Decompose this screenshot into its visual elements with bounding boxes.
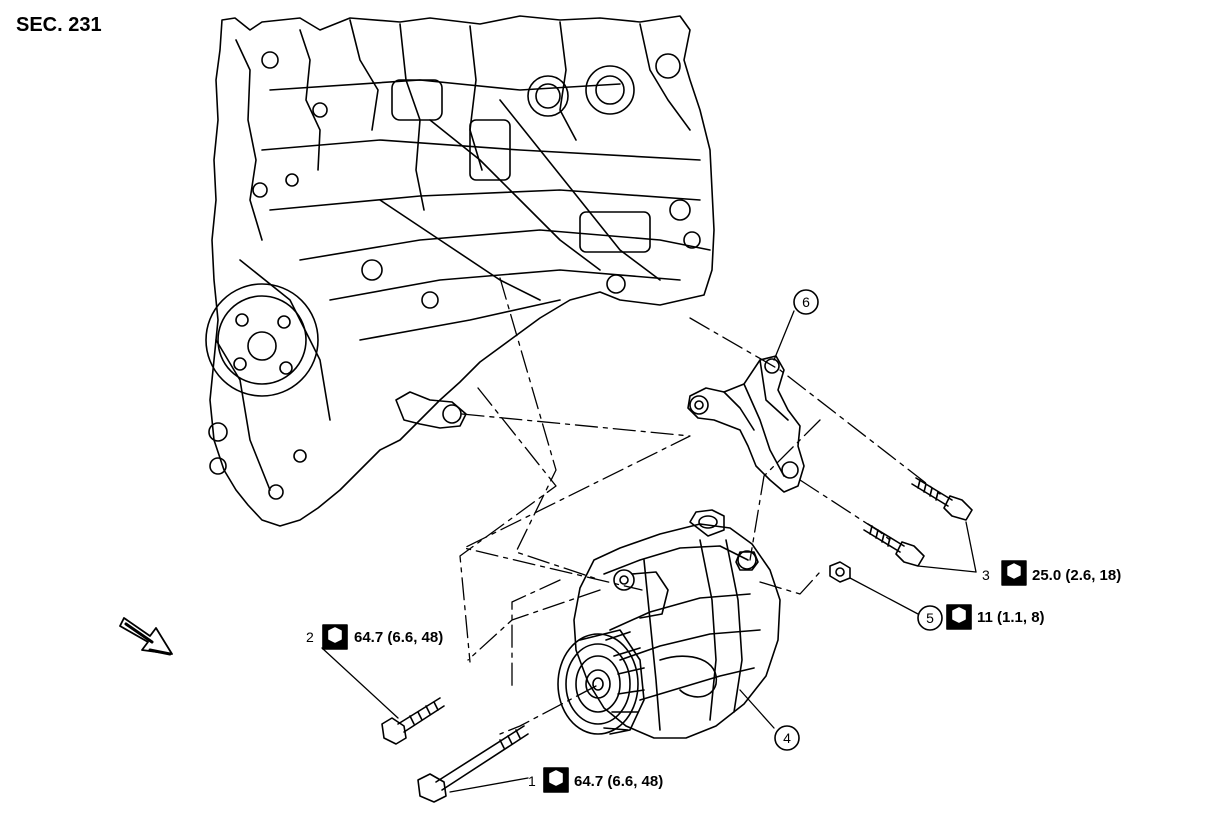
bolt-3-lower xyxy=(863,523,925,567)
callout-4-circle xyxy=(774,725,800,751)
alignment-lines xyxy=(459,277,941,735)
section-title: SEC. 231 xyxy=(16,14,102,36)
torque-wrench-icon xyxy=(322,624,348,650)
alternator-bracket xyxy=(687,355,805,493)
alternator xyxy=(557,509,781,739)
callout-5-number: 5 xyxy=(926,610,934,626)
front-arrow-icon xyxy=(119,617,173,656)
callout-3-torque: 25.0 (2.6, 18) xyxy=(1032,567,1121,584)
callout-6-number: 6 xyxy=(802,294,810,310)
engine-block xyxy=(205,15,715,527)
callout-2-number: 2 xyxy=(306,629,314,645)
callout-2-torque: 64.7 (6.6, 48) xyxy=(354,629,443,646)
callout-5-torque: 11 (1.1, 8) xyxy=(977,609,1045,626)
nut-5 xyxy=(829,561,851,583)
callout-3-number: 3 xyxy=(982,567,990,583)
bolt-2 xyxy=(381,697,445,745)
callout-5-circle xyxy=(917,605,943,631)
callout-6-circle xyxy=(793,289,819,315)
bolt-3-upper xyxy=(911,477,973,521)
callout-1-number: 1 xyxy=(528,773,536,789)
torque-wrench-icon xyxy=(1001,560,1027,586)
leader-lines xyxy=(321,310,977,793)
bolt-1 xyxy=(417,725,529,803)
torque-wrench-icon xyxy=(543,767,569,793)
callout-4-number: 4 xyxy=(783,730,791,746)
callout-1-torque: 64.7 (6.6, 48) xyxy=(574,773,663,790)
torque-wrench-icon xyxy=(946,604,972,630)
